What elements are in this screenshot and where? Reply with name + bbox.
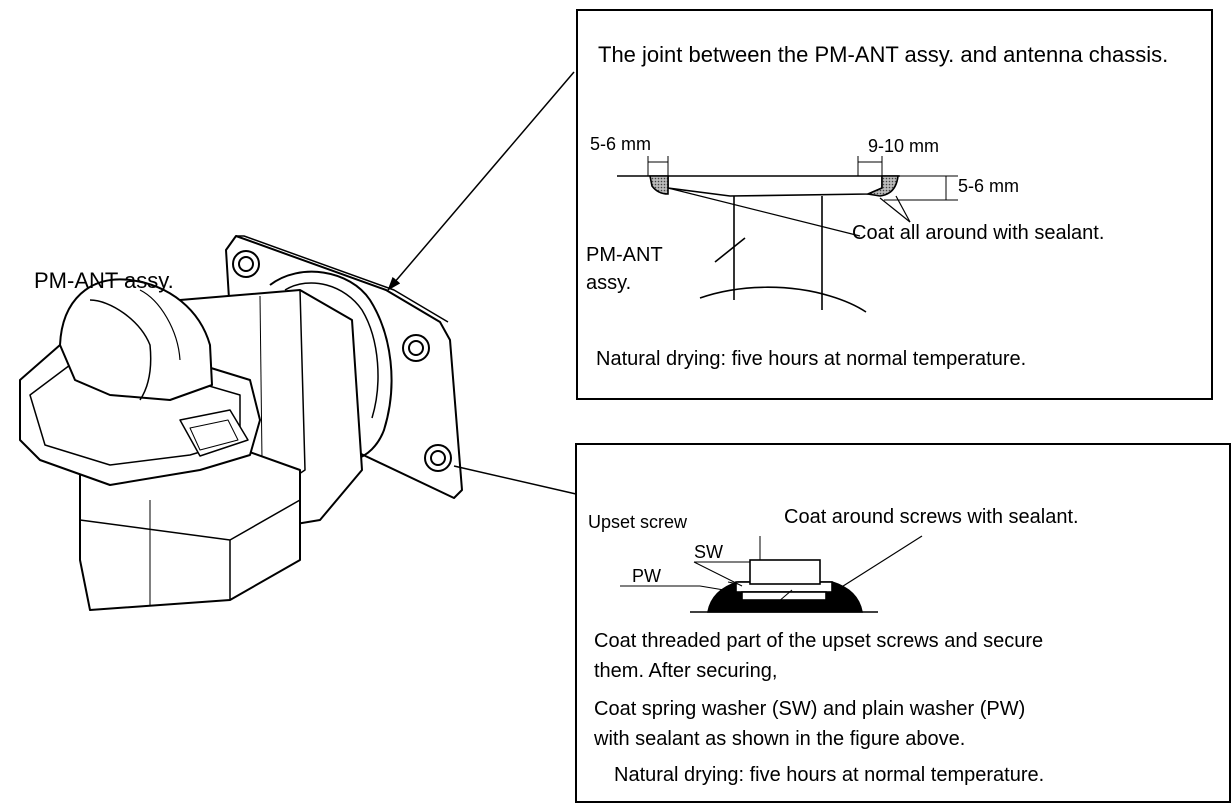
pw-label: PW <box>632 566 661 586</box>
leader-line-bottom <box>453 465 577 495</box>
sw-label: SW <box>694 542 723 562</box>
instruction-line2: them. After securing, <box>594 660 778 682</box>
pm-ant-assembly-drawing <box>19 235 463 611</box>
pm-ant-assy-label: PM-ANT assy. <box>34 268 174 293</box>
top-box-title: The joint between the PM-ANT assy. and a… <box>598 42 1169 67</box>
dim-height-label: 5-6 mm <box>958 176 1020 196</box>
top-drying-note: Natural drying: five hours at normal tem… <box>596 348 1027 370</box>
part-label-line2: assy. <box>586 272 632 294</box>
leader-arrow-top <box>387 71 575 291</box>
part-label-line1: PM-ANT <box>586 244 663 266</box>
bottom-detail-box <box>575 443 1231 803</box>
instruction-line4: with sealant as shown in the figure abov… <box>594 728 966 750</box>
flange-screw-mid <box>402 334 430 362</box>
bottom-drying-note: Natural drying: five hours at normal tem… <box>614 764 1045 786</box>
dim-right-label: 9-10 mm <box>868 136 940 156</box>
top-detail-box <box>576 9 1213 400</box>
instruction-line3: Coat spring washer (SW) and plain washer… <box>594 698 1026 720</box>
coat-all-around-note: Coat all around with sealant. <box>852 222 1105 244</box>
flange-screw-top <box>232 250 260 278</box>
screw-seal-detail-drawing <box>620 535 923 613</box>
flange-screw-bottom <box>424 444 452 472</box>
upset-screw-label: Upset screw <box>588 512 688 532</box>
top-joint-detail-drawing <box>617 156 958 313</box>
coat-screws-note: Coat around screws with sealant. <box>784 506 1079 528</box>
instruction-line1: Coat threaded part of the upset screws a… <box>594 630 1044 652</box>
dim-left-label: 5-6 mm <box>590 134 652 154</box>
